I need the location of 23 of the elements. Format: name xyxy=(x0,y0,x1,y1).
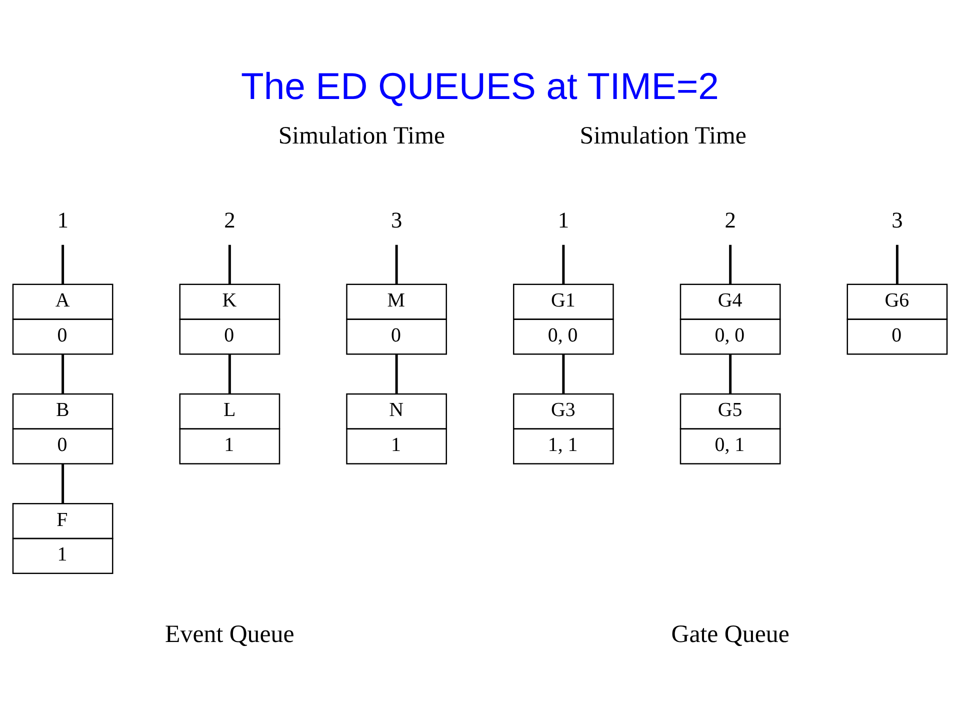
node-text: 2 xyxy=(224,207,236,232)
connector xyxy=(729,354,732,394)
connector xyxy=(62,464,64,504)
label: Gate Queue xyxy=(671,620,790,648)
label: Event Queue xyxy=(165,620,294,648)
connector xyxy=(395,354,398,394)
connector xyxy=(562,244,565,284)
label: Simulation Time xyxy=(278,122,446,150)
connector xyxy=(395,244,398,284)
connector xyxy=(228,244,231,284)
connector xyxy=(562,354,565,394)
connector xyxy=(896,244,898,284)
label: Simulation Time xyxy=(580,122,746,150)
node-text: 2 xyxy=(724,207,736,232)
connector xyxy=(228,354,231,394)
diagram-title: The ED QUEUES at TIME=2 xyxy=(241,64,719,106)
connector xyxy=(729,244,732,284)
node-text: 1 xyxy=(57,207,68,232)
node-text: 3 xyxy=(892,207,903,232)
connector xyxy=(62,354,64,394)
connector xyxy=(62,244,64,284)
node-text: 3 xyxy=(390,207,402,232)
node-text: 1 xyxy=(558,207,570,232)
